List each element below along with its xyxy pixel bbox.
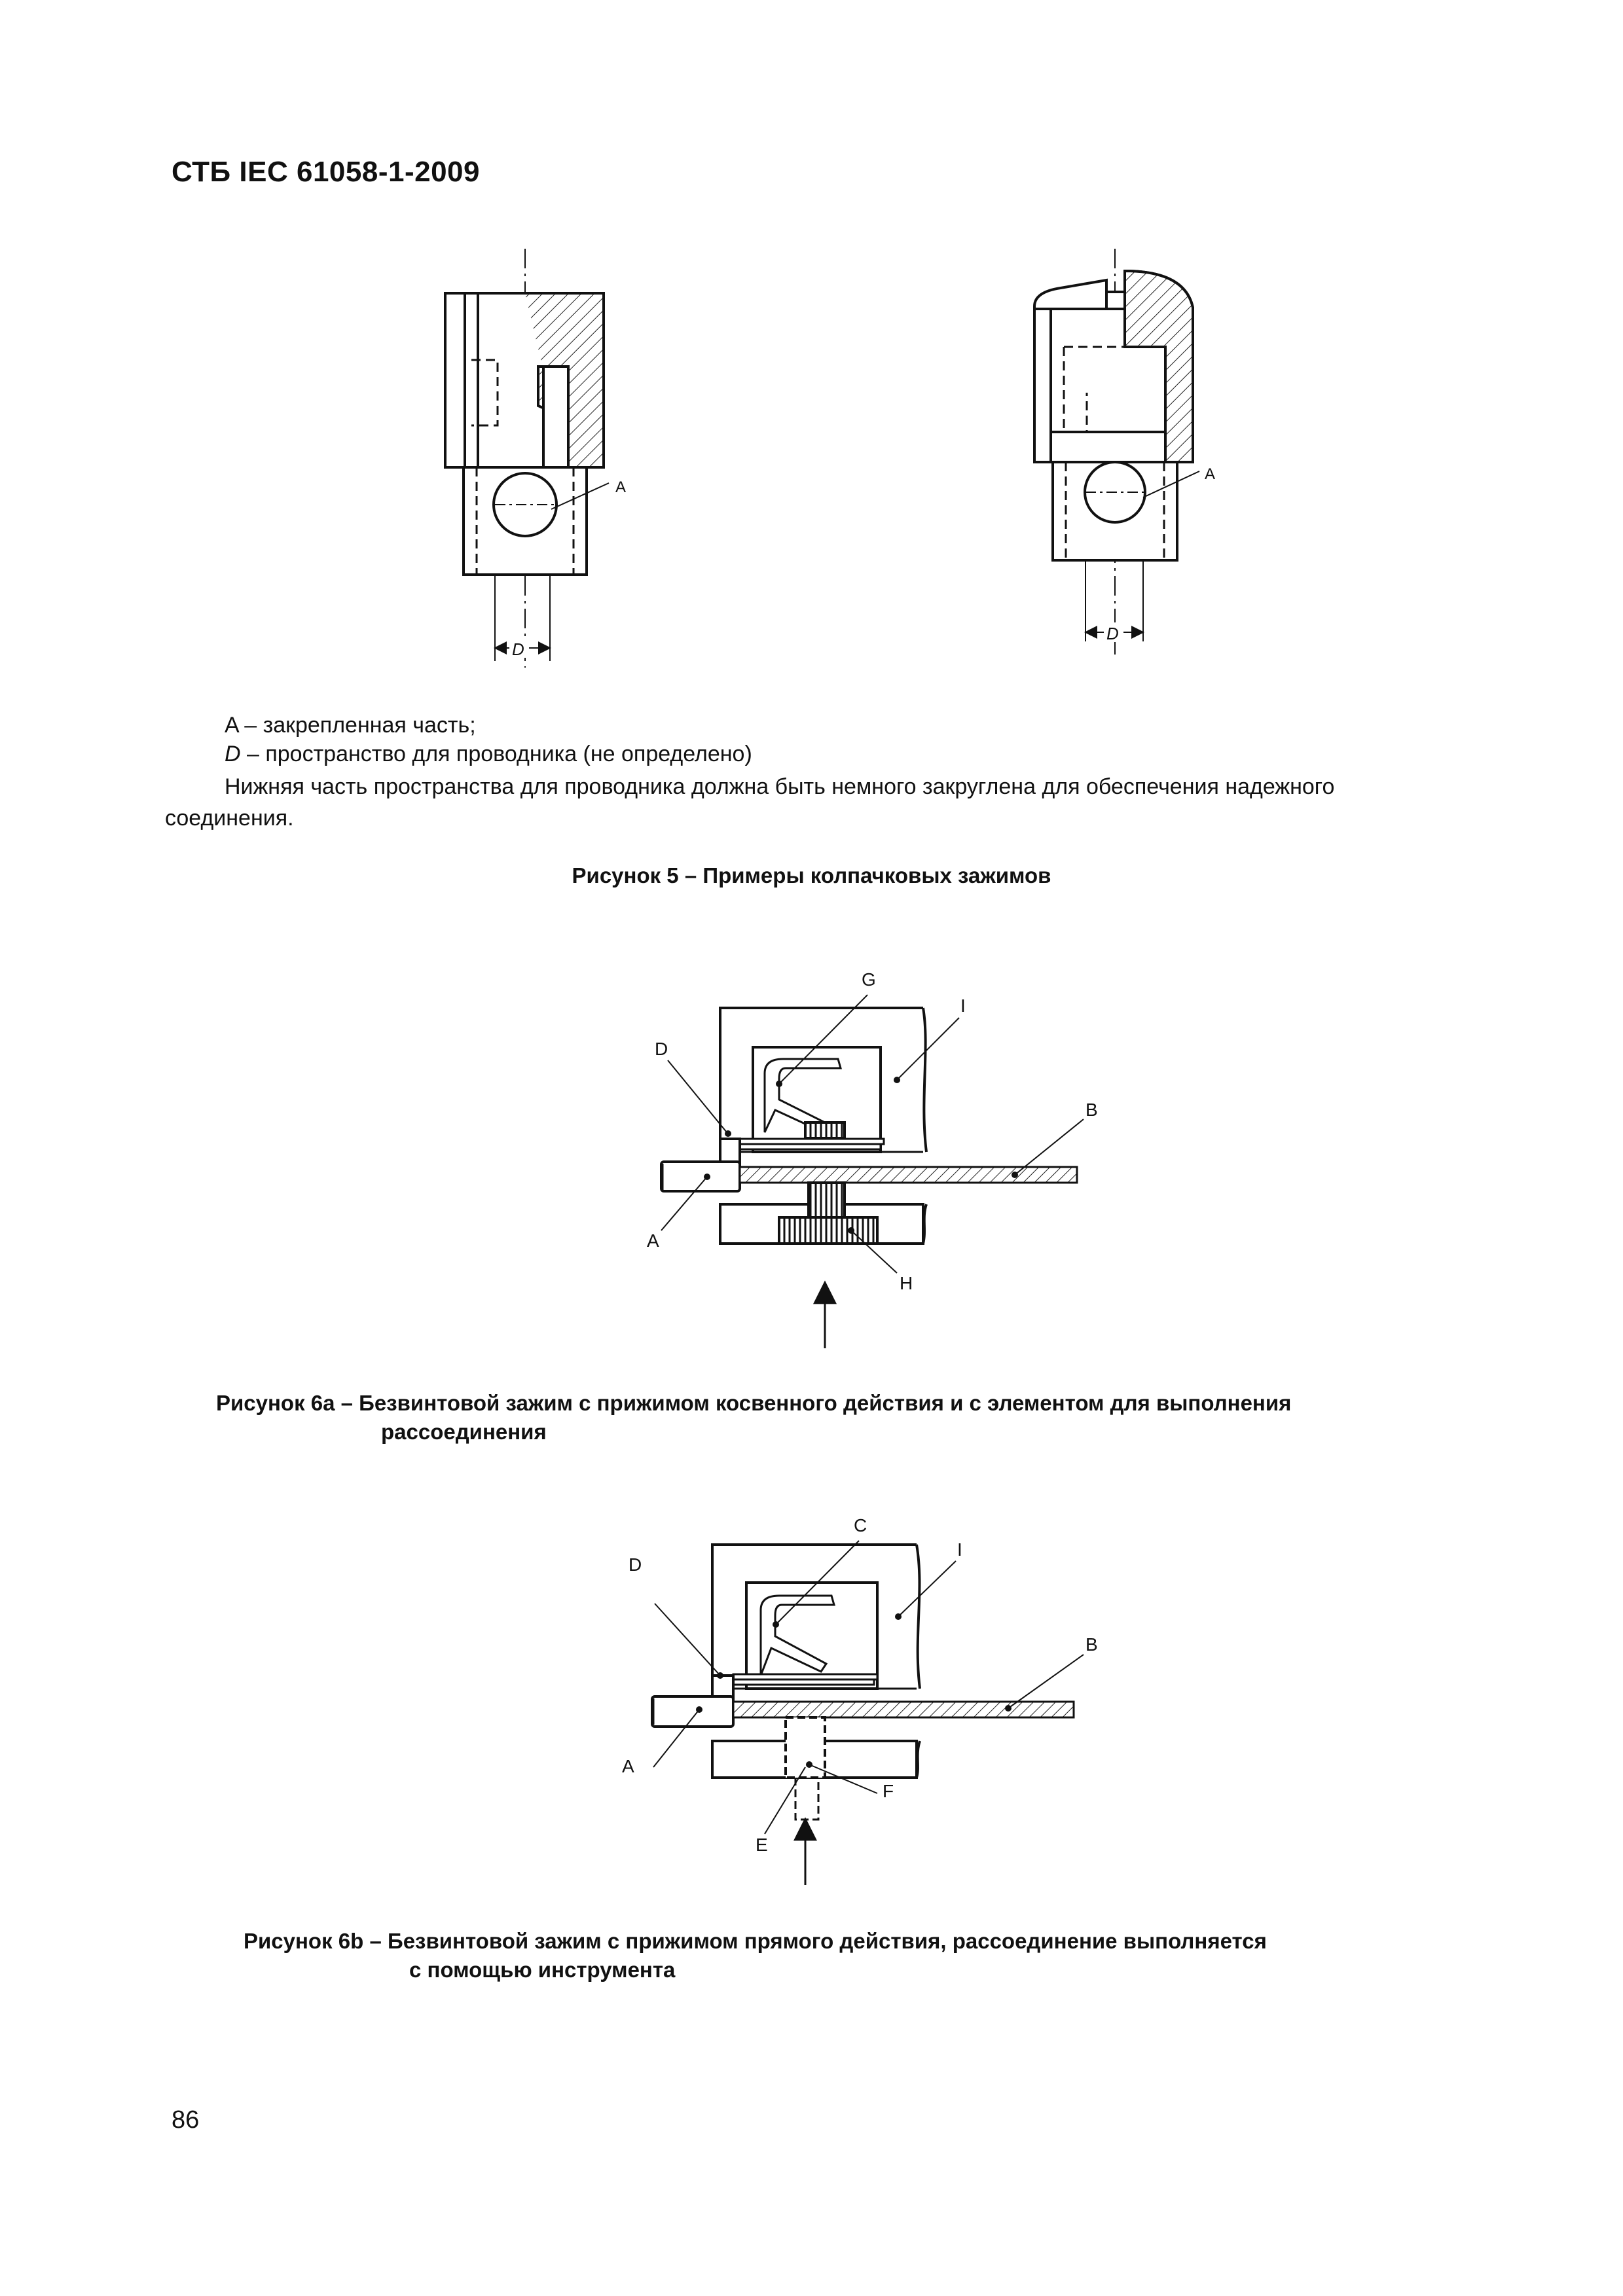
legend-item-d: D – пространство для проводника (не опре… [225, 742, 752, 766]
figure-6b-caption-line2: с помощью инструмента [409, 1958, 676, 1982]
document-header: СТБ IEC 61058-1-2009 [172, 156, 480, 188]
fig6b-label-a: A [622, 1756, 634, 1776]
figure-5-legend: A – закрепленная часть; D – пространство… [225, 711, 752, 768]
cap-clamp-right [1033, 249, 1200, 655]
fig6b-label-b: B [1085, 1634, 1098, 1655]
fig6b-label-f: F [883, 1781, 894, 1801]
figure-6a-drawing: G I D B A H [647, 969, 1098, 1348]
figure-5-drawing: A D A D [444, 249, 1215, 668]
figure-5-note: Нижняя часть пространства для проводника… [165, 774, 1335, 831]
fig6a-label-i: I [960, 996, 966, 1016]
figure-6a-caption-line2: рассоединения [381, 1420, 547, 1444]
fig6a-label-h: H [900, 1273, 913, 1293]
cap-clamp-left [444, 249, 610, 668]
fig5-right-label-d: D [1106, 624, 1119, 643]
figure-6a-caption-line1: Рисунок 6а – Безвинтовой зажим с прижимо… [216, 1391, 1292, 1415]
fig6b-label-d: D [629, 1554, 642, 1575]
fig6a-label-b: B [1085, 1100, 1098, 1120]
figure-6b-drawing: C I D B A F E [622, 1515, 1098, 1885]
figure-6b-caption-line1: Рисунок 6b – Безвинтовой зажим с прижимо… [244, 1929, 1267, 1953]
fig6b-label-e: E [756, 1835, 768, 1855]
legend-item-a: A – закрепленная часть; [225, 713, 476, 738]
page-number: 86 [172, 2106, 200, 2134]
fig5-left-label-a: A [615, 478, 626, 496]
fig6a-label-d: D [655, 1039, 668, 1059]
fig6a-label-g: G [862, 969, 876, 990]
figure-5-caption: Рисунок 5 – Примеры колпачковых зажимов [572, 863, 1051, 888]
fig6b-label-i: I [957, 1539, 962, 1560]
fig6b-label-c: C [854, 1515, 867, 1535]
fig6a-label-a: A [647, 1230, 659, 1251]
fig5-right-label-a: A [1205, 465, 1215, 483]
fig5-left-label-d: D [512, 639, 524, 659]
